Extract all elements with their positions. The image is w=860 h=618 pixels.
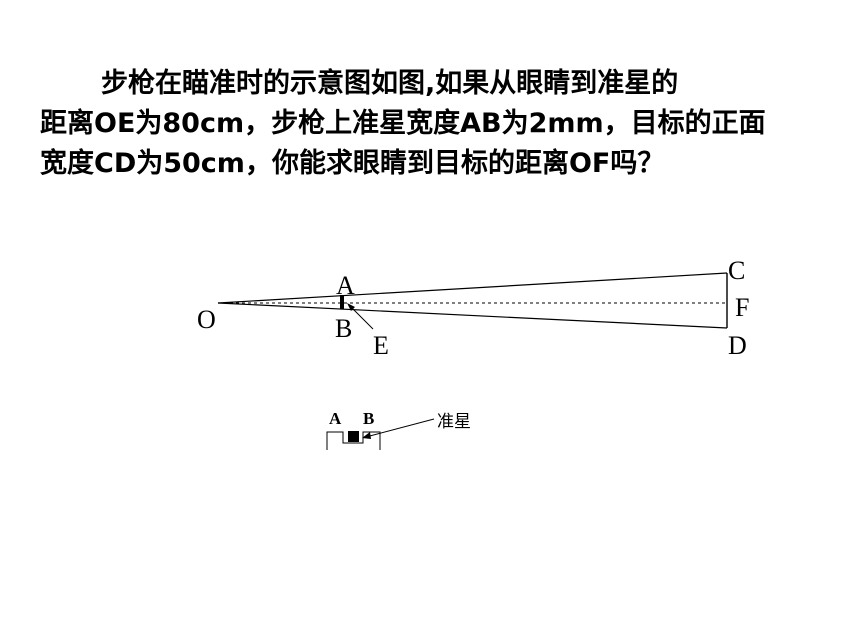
label-b: B xyxy=(335,314,352,343)
sight-post xyxy=(348,431,359,442)
label-f: F xyxy=(735,293,749,322)
line-o-c xyxy=(217,272,728,304)
label-o: O xyxy=(197,305,216,334)
pointer-e-arrowhead xyxy=(347,303,355,311)
problem-line-1: 步枪在瞄准时的示意图如图,如果从眼睛到准星的 xyxy=(101,68,679,99)
pointer-e xyxy=(349,305,374,330)
label-e: E xyxy=(373,331,389,360)
callout-arrowhead xyxy=(362,432,371,439)
sight-diagram: O A B E C F D xyxy=(197,256,749,360)
sight-housing xyxy=(326,431,381,450)
segment-a-b-marker xyxy=(340,295,344,309)
line-o-d xyxy=(217,302,728,329)
callout-leader xyxy=(365,418,435,438)
label-a: A xyxy=(336,271,355,300)
detail-label-b: B xyxy=(363,409,374,428)
label-d: D xyxy=(728,331,747,360)
front-sight-detail: A B 准星 xyxy=(326,409,471,450)
label-c: C xyxy=(728,256,745,285)
problem-line-3: 宽度CD为50cm，你能求眼睛到目标的距离OF吗？ xyxy=(40,148,665,179)
callout-front-sight: 准星 xyxy=(437,412,471,432)
problem-line-2: 距离OE为80cm，步枪上准星宽度AB为2mm，目标的正面 xyxy=(40,108,766,139)
problem-statement: 步枪在瞄准时的示意图如图,如果从眼睛到准星的 距离OE为80cm，步枪上准星宽度… xyxy=(40,64,830,184)
detail-label-a: A xyxy=(329,409,342,428)
